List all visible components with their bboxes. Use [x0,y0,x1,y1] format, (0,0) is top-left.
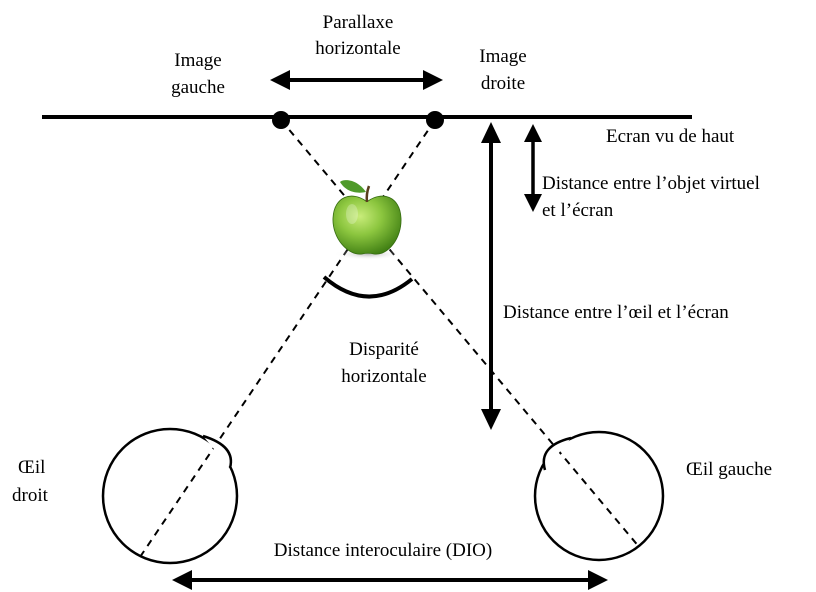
object-distance-label-line1: Distance entre l’objet virtuel [542,173,760,194]
interocular-label: Distance interoculaire (DIO) [274,540,492,561]
object-distance-label-line2: et l’écran [542,200,614,221]
parallax-label-line1: Parallaxe [323,12,394,33]
eye-screen-distance-label: Distance entre l’œil et l’écran [503,302,729,323]
disparity-label-line1: Disparité [349,339,419,360]
disparity-arc [322,275,414,299]
sight-line-right-eye [137,119,436,561]
sight-line-left-eye [280,119,641,549]
disparity-label-line2: horizontale [341,366,426,387]
image-left-label-line2: gauche [171,77,225,98]
left-eye-label: Œil gauche [686,459,772,480]
interocular-arrow [172,570,608,590]
parallax-arrow [270,70,443,90]
right-eye-label-line2: droit [12,485,49,506]
left-eye [533,430,665,562]
right-eye-label-line1: Œil [18,457,45,478]
eye-screen-distance-arrow [481,122,501,430]
image-right-label-line2: droite [481,73,525,94]
image-right-label-line1: Image [479,46,526,67]
green-apple-icon [332,180,402,260]
screen-label: Ecran vu de haut [606,126,735,147]
right-eye [101,427,239,565]
object-distance-arrow [524,124,542,212]
parallax-label-line2: horizontale [315,38,400,59]
image-left-label-line1: Image [174,50,221,71]
